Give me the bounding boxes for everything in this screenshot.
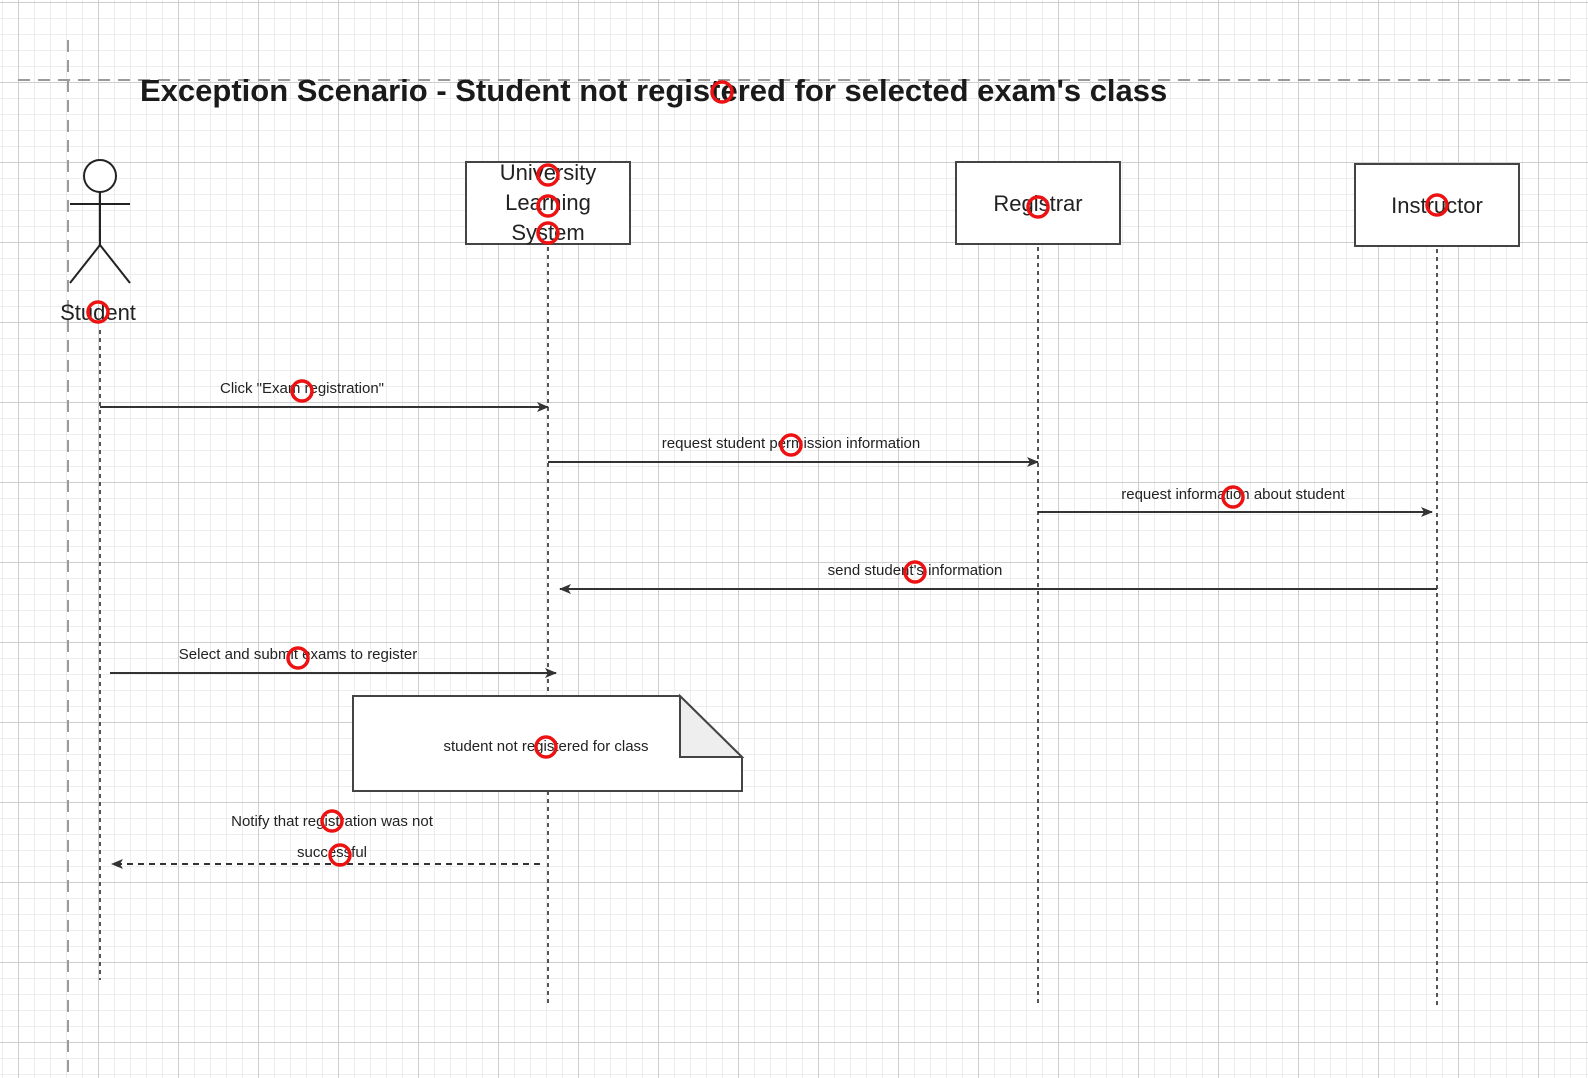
marker-circle bbox=[710, 80, 734, 104]
actor-left-leg bbox=[69, 244, 101, 284]
marker-circle bbox=[290, 379, 314, 403]
participant-box bbox=[955, 161, 1121, 245]
participant-instructor[interactable]: Instructor bbox=[1354, 163, 1520, 247]
participant-box bbox=[465, 161, 631, 245]
note-shape bbox=[352, 695, 743, 792]
actor-head bbox=[83, 159, 117, 193]
marker-circle bbox=[779, 433, 803, 457]
marker-circle bbox=[320, 809, 344, 833]
message-notify-not-successful[interactable]: Notify that registration was not success… bbox=[111, 813, 540, 869]
marker-circle bbox=[1026, 195, 1050, 219]
message-label-line: Notify that registration was not bbox=[231, 813, 434, 830]
marker-circle bbox=[328, 843, 352, 867]
annotation-markers bbox=[86, 80, 1449, 867]
participant-university-learning-system[interactable]: University Learning System bbox=[465, 160, 631, 245]
actor-right-leg bbox=[99, 244, 131, 284]
participant-label: Registrar bbox=[993, 191, 1082, 216]
message-label: request student permission information bbox=[662, 435, 920, 452]
actor-student[interactable]: Student bbox=[60, 159, 136, 325]
note-folded-corner bbox=[679, 693, 745, 758]
participant-registrar[interactable]: Registrar bbox=[955, 161, 1121, 245]
marker-circle bbox=[536, 194, 560, 218]
message-select-and-submit-exams[interactable]: Select and submit exams to register bbox=[110, 646, 557, 678]
note-student-not-registered[interactable]: student not registered for class bbox=[352, 693, 745, 792]
marker-circle bbox=[86, 300, 110, 324]
message-request-information-about-student[interactable]: request information about student bbox=[1038, 486, 1433, 517]
participant-box bbox=[1354, 163, 1520, 247]
message-send-student-information[interactable]: send student's information bbox=[559, 562, 1437, 594]
message-label: Click "Exam registration" bbox=[220, 380, 384, 397]
marker-circle bbox=[536, 163, 560, 187]
marker-circle bbox=[1425, 193, 1449, 217]
diagram-title: Exception Scenario - Student not registe… bbox=[140, 73, 1167, 108]
marker-circle bbox=[1221, 485, 1245, 509]
marker-circle bbox=[903, 560, 927, 584]
note-text: student not registered for class bbox=[443, 738, 648, 755]
message-label: request information about student bbox=[1121, 486, 1345, 503]
marker-circle bbox=[286, 646, 310, 670]
message-click-exam-registration[interactable]: Click "Exam registration" bbox=[100, 380, 549, 412]
marker-circle bbox=[536, 221, 560, 245]
message-label: send student's information bbox=[828, 562, 1003, 579]
marker-circle bbox=[534, 735, 558, 759]
participant-label-line: Learning bbox=[505, 190, 591, 215]
message-request-student-permission[interactable]: request student permission information bbox=[548, 435, 1039, 467]
message-label: Select and submit exams to register bbox=[179, 646, 417, 663]
